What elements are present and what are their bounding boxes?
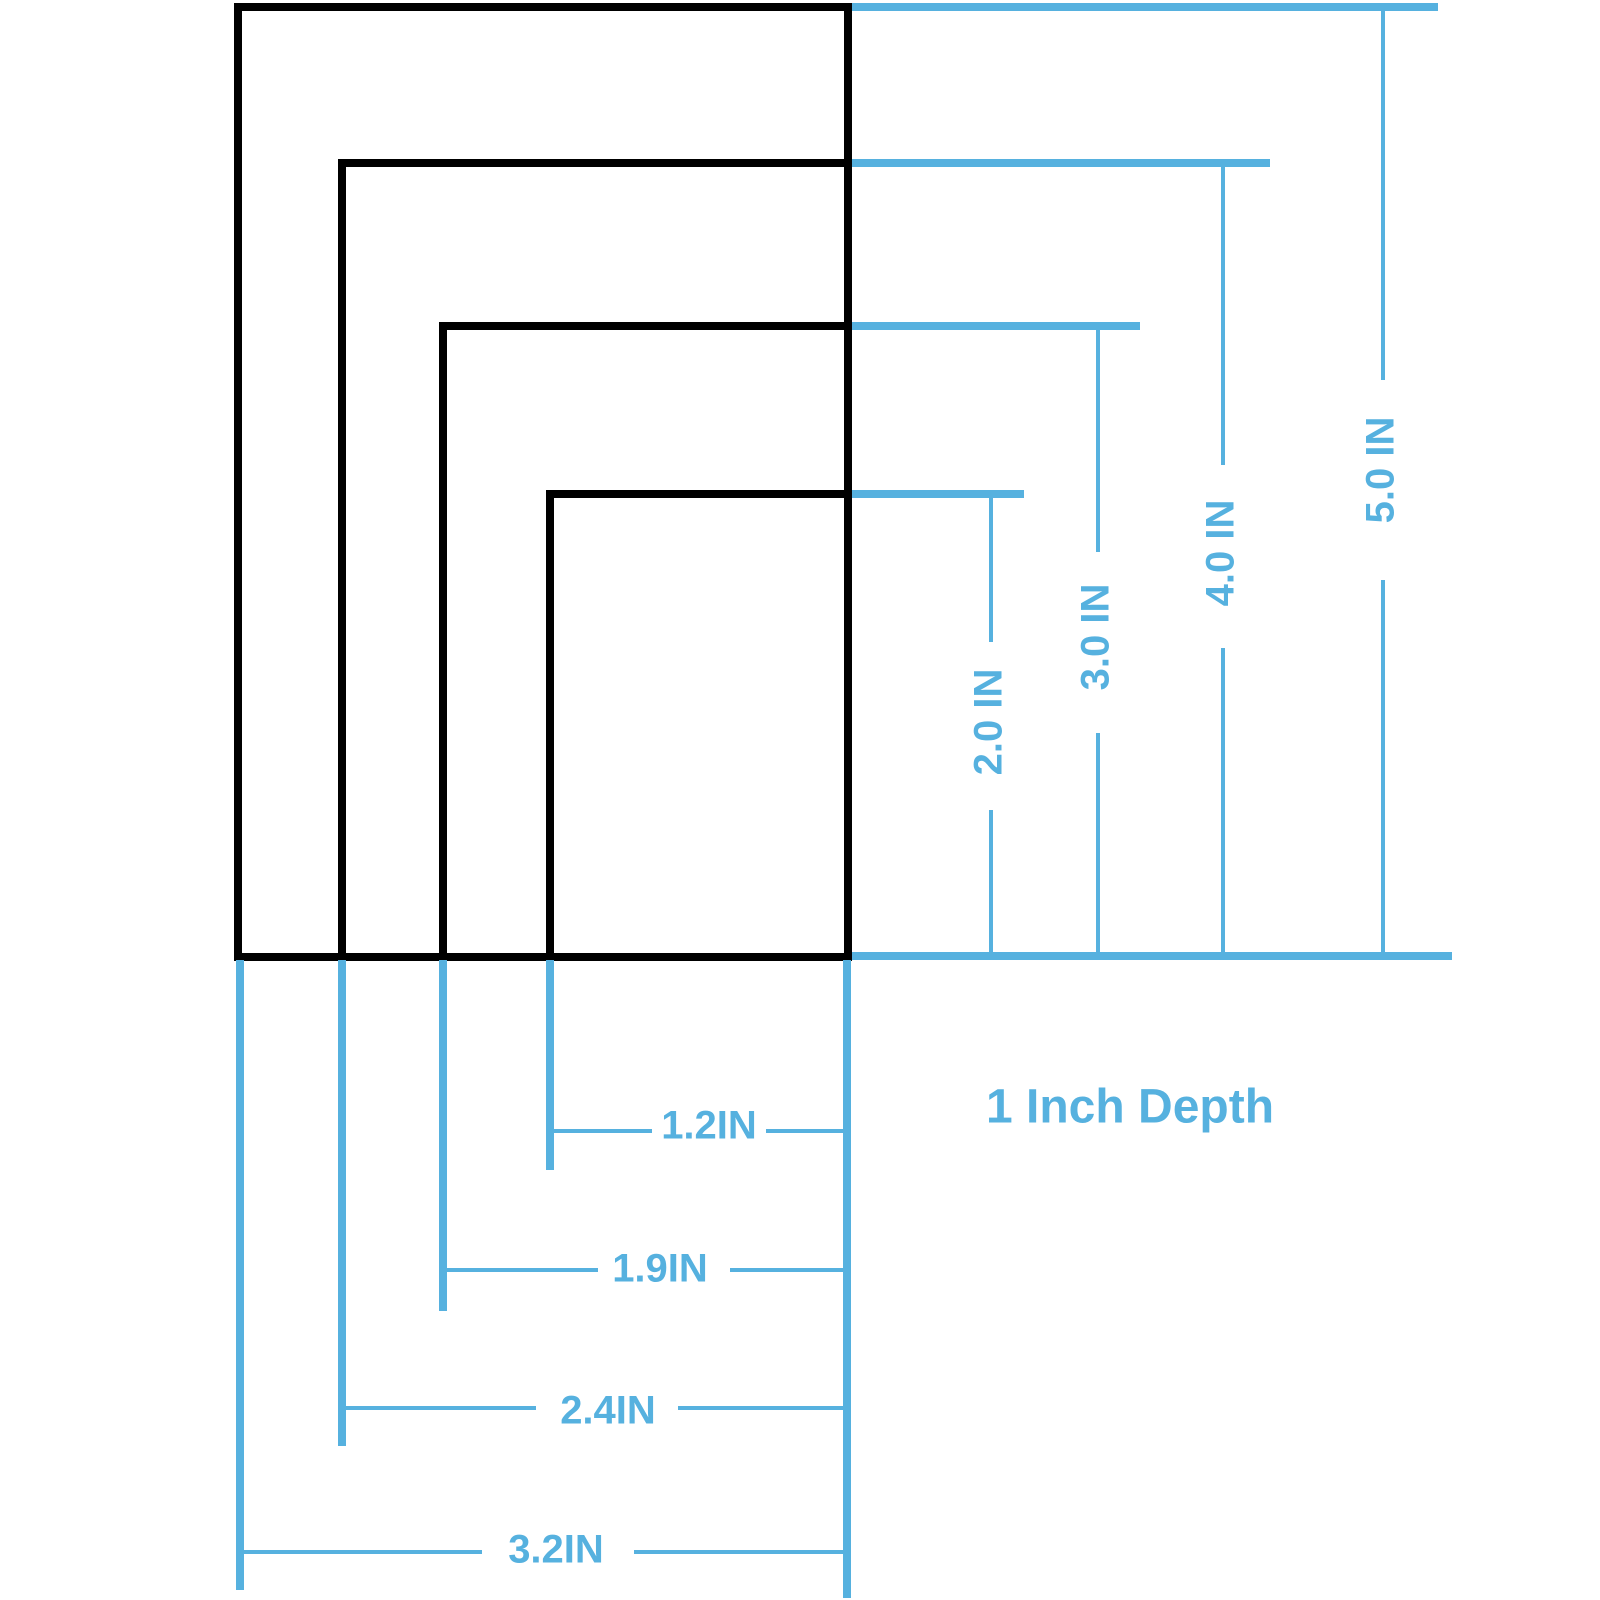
width-label-largest: 3.2IN <box>508 1528 604 1572</box>
height-label-large: 4.0 IN <box>1199 500 1243 607</box>
box-outlines <box>234 3 852 961</box>
box-outline-smallest <box>546 490 852 961</box>
height-label-largest: 5.0 IN <box>1359 417 1403 524</box>
box-outline-large <box>338 159 852 961</box>
width-dimension-large: 2.4IN <box>338 960 845 1446</box>
width-label-medium: 1.9IN <box>612 1247 708 1291</box>
box-outline-largest <box>234 3 852 961</box>
depth-label: 1 Inch Depth <box>986 1081 1274 1134</box>
width-dimension-largest: 3.2IN <box>236 960 845 1590</box>
height-dimension-medium: 3.0 IN <box>852 322 1140 956</box>
box-outline-medium <box>439 322 852 961</box>
width-label-smallest: 1.2IN <box>661 1104 757 1148</box>
height-dimension-smallest: 2.0 IN <box>852 490 1024 956</box>
width-dimensions: 3.2IN 2.4IN 1.9IN 1.2IN <box>236 960 851 1598</box>
height-label-smallest: 2.0 IN <box>967 669 1011 776</box>
width-dimension-medium: 1.9IN <box>439 960 845 1311</box>
height-dimension-large: 4.0 IN <box>852 159 1270 956</box>
height-dimensions: 5.0 IN 4.0 IN 3.0 IN 2.0 IN <box>852 3 1452 960</box>
height-label-medium: 3.0 IN <box>1074 584 1118 691</box>
height-dimension-largest: 5.0 IN <box>852 3 1438 956</box>
width-dimension-smallest: 1.2IN <box>546 960 845 1170</box>
width-label-large: 2.4IN <box>560 1389 656 1433</box>
